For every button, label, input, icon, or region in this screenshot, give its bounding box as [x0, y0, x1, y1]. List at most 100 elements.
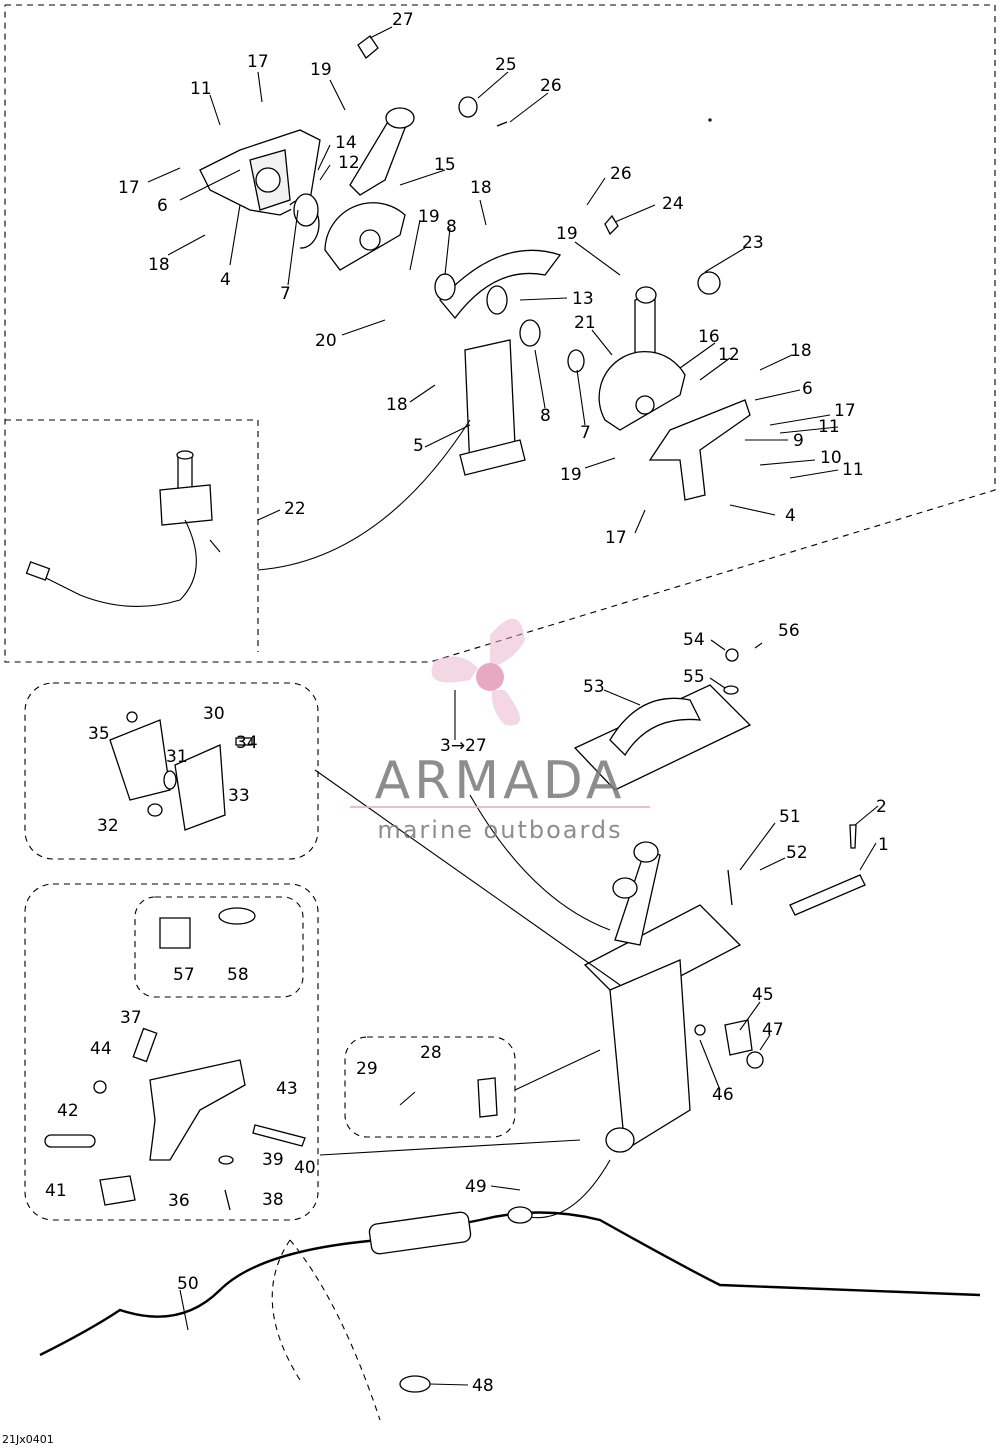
label-43: 43 — [276, 1079, 298, 1099]
label-21: 21 — [574, 313, 596, 333]
label-54: 54 — [683, 630, 705, 650]
part-labels: 27 25 26 17 19 11 14 12 15 17 6 18 4 7 1… — [2, 10, 889, 1446]
upper-frame — [4, 4, 996, 663]
cable-tie-48 — [399, 1375, 431, 1393]
shift-cable — [479, 1211, 981, 1297]
label-18a: 18 — [148, 255, 170, 275]
label-33: 33 — [228, 786, 250, 806]
plates — [109, 711, 253, 831]
label-53: 53 — [583, 677, 605, 697]
label-47: 47 — [762, 1020, 784, 1040]
label-30: 30 — [203, 704, 225, 724]
harness-leader — [257, 419, 471, 571]
label-18b: 18 — [470, 178, 492, 198]
label-2: 2 — [876, 797, 887, 817]
label-19b: 19 — [418, 207, 440, 227]
detail-box-lever-parts — [24, 883, 319, 1221]
label-22: 22 — [284, 499, 306, 519]
label-12b: 12 — [718, 345, 740, 365]
brand-watermark: ARMADA marine outboards — [350, 618, 650, 844]
label-51: 51 — [779, 807, 801, 827]
label-50: 50 — [177, 1274, 199, 1294]
label-24: 24 — [662, 194, 684, 214]
label-7b: 7 — [580, 423, 591, 443]
cable-tie-49 — [507, 1206, 533, 1224]
label-36: 36 — [168, 1191, 190, 1211]
label-57: 57 — [173, 965, 195, 985]
label-48: 48 — [472, 1376, 494, 1396]
neutral-switch — [399, 1077, 498, 1118]
label-55: 55 — [683, 667, 705, 687]
label-4a: 4 — [220, 270, 231, 290]
label-45: 45 — [752, 985, 774, 1005]
dashed-cable-guide — [271, 1239, 381, 1421]
label-37: 37 — [120, 1008, 142, 1028]
label-17b: 17 — [118, 178, 140, 198]
trim-switch-parts — [694, 824, 866, 1069]
label-13: 13 — [572, 289, 594, 309]
leader-lines — [147, 26, 879, 1386]
wire-harness-frame — [5, 419, 259, 652]
label-28: 28 — [420, 1043, 442, 1063]
label-26a: 26 — [540, 76, 562, 96]
label-14: 14 — [335, 133, 357, 153]
label-12a: 12 — [338, 153, 360, 173]
label-39: 39 — [262, 1150, 284, 1170]
label-31: 31 — [166, 747, 188, 767]
control-cover — [573, 648, 752, 791]
label-56: 56 — [778, 621, 800, 641]
label-9: 9 — [793, 431, 804, 451]
housing-left — [199, 129, 321, 249]
label-18c: 18 — [790, 341, 812, 361]
label-34: 34 — [236, 733, 258, 753]
throttle-cable — [39, 1218, 481, 1357]
label-15: 15 — [434, 155, 456, 175]
label-17a: 17 — [247, 52, 269, 72]
label-25: 25 — [495, 55, 517, 75]
label-40: 40 — [294, 1158, 316, 1178]
shift-detent-parts — [44, 907, 306, 1211]
label-1: 1 — [878, 835, 889, 855]
label-46: 46 — [712, 1085, 734, 1105]
label-27: 27 — [392, 10, 414, 30]
label-6b: 6 — [802, 379, 813, 399]
label-7a: 7 — [280, 284, 291, 304]
label-20: 20 — [315, 331, 337, 351]
control-body — [583, 841, 742, 1153]
label-16: 16 — [698, 327, 720, 347]
harness-to-box — [519, 1159, 611, 1219]
label-10: 10 — [820, 448, 842, 468]
center-bracket — [434, 249, 585, 476]
label-17c: 17 — [834, 401, 856, 421]
label-11c: 11 — [842, 460, 864, 480]
detail-box-fasteners — [134, 896, 304, 998]
label-35: 35 — [88, 724, 110, 744]
small-parts-top — [357, 35, 619, 236]
label-58: 58 — [227, 965, 249, 985]
label-11b: 11 — [818, 417, 840, 437]
label-42: 42 — [57, 1101, 79, 1121]
label-38: 38 — [262, 1190, 284, 1210]
label-19d: 19 — [560, 465, 582, 485]
label-range: 3→27 — [440, 736, 487, 756]
label-23: 23 — [742, 233, 764, 253]
drawing-code: 21Jx0401 — [2, 1433, 54, 1446]
brand-divider — [350, 806, 650, 808]
brand-name: ARMADA — [375, 751, 626, 811]
label-26b: 26 — [610, 164, 632, 184]
label-4b: 4 — [785, 506, 796, 526]
label-44: 44 — [90, 1039, 112, 1059]
label-5: 5 — [413, 436, 424, 456]
label-11a: 11 — [190, 79, 212, 99]
label-19c: 19 — [556, 224, 578, 244]
label-17d: 17 — [605, 528, 627, 548]
label-32: 32 — [97, 816, 119, 836]
detail-box-switch — [344, 1036, 516, 1138]
label-41: 41 — [45, 1181, 67, 1201]
label-49: 49 — [465, 1177, 487, 1197]
neutral-switch-harness — [25, 450, 221, 607]
brand-tagline: marine outboards — [377, 816, 622, 844]
label-52: 52 — [786, 843, 808, 863]
label-6a: 6 — [157, 196, 168, 216]
